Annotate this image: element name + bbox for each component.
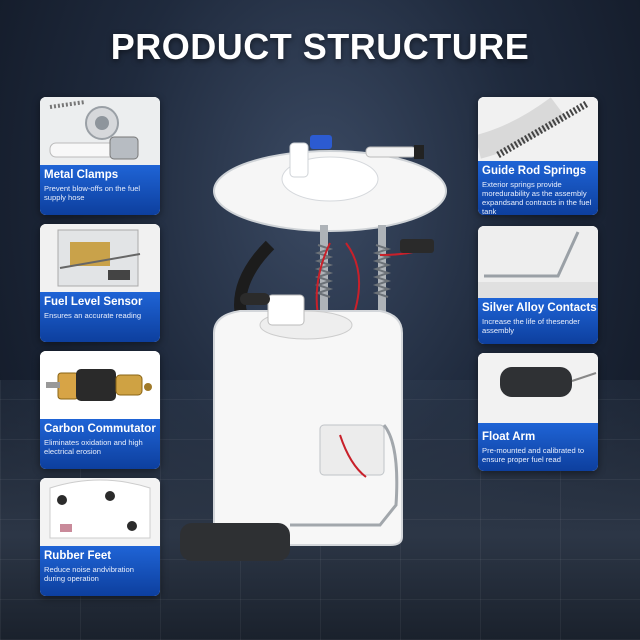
silver-alloy-contacts-desc: Increase the life of thesender assembly — [482, 317, 580, 335]
metal-clamps-photo — [40, 97, 160, 165]
carbon-commutator-desc: Eliminates oxidation and high electrical… — [44, 438, 143, 456]
silver-alloy-contacts-photo — [478, 226, 598, 298]
card-silver-alloy-contacts: Silver Alloy Contacts Increase the life … — [478, 226, 598, 344]
fuel-pump-assembly-illustration — [170, 125, 470, 585]
carbon-commutator-photo — [40, 351, 160, 419]
guide-rod-springs-photo — [478, 97, 598, 161]
rubber-feet-title: Rubber Feet — [44, 550, 112, 562]
guide-rod-springs-title: Guide Rod Springs — [482, 165, 587, 177]
float-arm-desc: Pre-mounted and calibrated to ensure pro… — [482, 446, 585, 464]
card-fuel-level-sensor: Fuel Level Sensor Ensures an accurate re… — [40, 224, 160, 342]
metal-clamps-title: Metal Clamps — [44, 169, 119, 181]
card-rubber-feet: Rubber Feet Reduce noise andvibration du… — [40, 478, 160, 596]
guide-rod-springs-desc: Exterior springs provide moredurability … — [482, 180, 592, 215]
card-metal-clamps: Metal Clamps Prevent blow-offs on the fu… — [40, 97, 160, 215]
page-title: PRODUCT STRUCTURE — [110, 26, 530, 67]
rubber-feet-desc: Reduce noise andvibration during operati… — [44, 565, 134, 583]
fuel-level-sensor-title: Fuel Level Sensor — [44, 296, 143, 308]
float-arm-title: Float Arm — [482, 431, 536, 443]
fuel-level-sensor-desc: Ensures an accurate reading — [44, 311, 142, 320]
card-carbon-commutator: Carbon Commutator Eliminates oxidation a… — [40, 351, 160, 469]
rubber-feet-photo — [40, 478, 160, 546]
card-float-arm: Float Arm Pre-mounted and calibrated to … — [478, 353, 598, 471]
float-arm-photo — [478, 353, 598, 423]
silver-alloy-contacts-title: Silver Alloy Contacts — [482, 302, 597, 314]
card-guide-rod-springs: Guide Rod Springs Exterior springs provi… — [478, 97, 598, 215]
fuel-level-sensor-photo — [40, 224, 160, 292]
metal-clamps-desc: Prevent blow-offs on the fuel supply hos… — [44, 184, 141, 202]
carbon-commutator-title: Carbon Commutator — [44, 423, 156, 435]
